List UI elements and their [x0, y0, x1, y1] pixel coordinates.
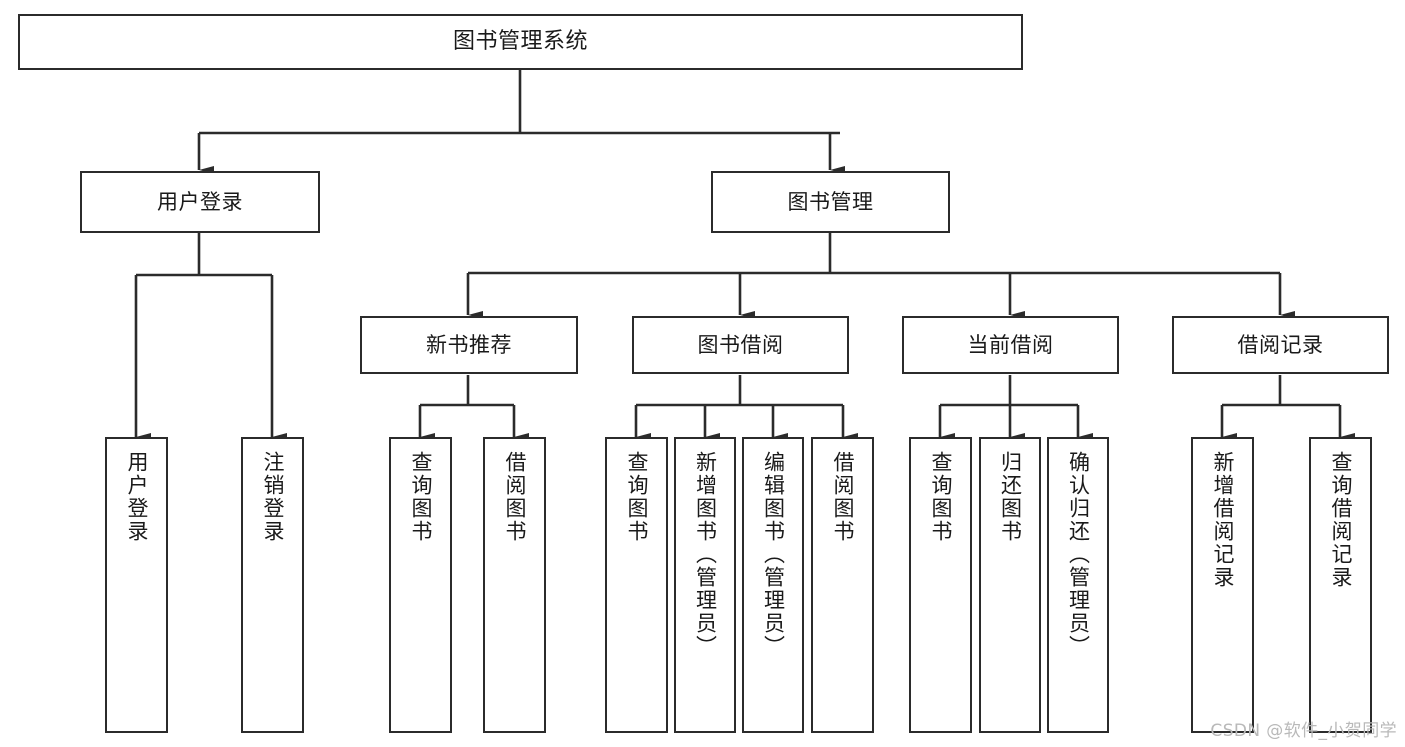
leaf-newbook-borrow-book[interactable]: 借阅图书 [483, 437, 546, 733]
leaf-current-query-book-label: 查询图书 [929, 451, 953, 543]
node-current-borrow-label: 当前借阅 [967, 332, 1054, 357]
node-root-system[interactable]: 图书管理系统 [18, 14, 1023, 70]
leaf-borrow-edit-book[interactable]: 编辑图书（管理员） [742, 437, 804, 733]
node-new-book-recommend-label: 新书推荐 [426, 332, 512, 357]
node-borrow-record-label: 借阅记录 [1237, 332, 1324, 357]
leaf-borrow-add-book-label: 新增图书（管理员） [693, 451, 718, 658]
leaf-current-query-book[interactable]: 查询图书 [909, 437, 972, 733]
leaf-current-return-book[interactable]: 归还图书 [979, 437, 1041, 733]
leaf-borrow-query-book[interactable]: 查询图书 [605, 437, 668, 733]
leaf-user-login-logout-label: 注销登录 [261, 451, 285, 543]
node-user-login-label: 用户登录 [157, 189, 243, 214]
node-book-manage-label: 图书管理 [787, 189, 874, 214]
leaf-user-login-logout[interactable]: 注销登录 [241, 437, 304, 733]
leaf-current-confirm-return[interactable]: 确认归还（管理员） [1047, 437, 1109, 733]
leaf-current-confirm-return-label: 确认归还（管理员） [1066, 451, 1091, 658]
node-user-login[interactable]: 用户登录 [80, 171, 320, 233]
leaf-borrow-add-book[interactable]: 新增图书（管理员） [674, 437, 736, 733]
node-book-manage[interactable]: 图书管理 [711, 171, 950, 233]
leaf-current-return-book-label: 归还图书 [998, 451, 1023, 543]
leaf-borrow-borrow-book-label: 借阅图书 [831, 451, 855, 543]
node-current-borrow[interactable]: 当前借阅 [902, 316, 1119, 374]
leaf-newbook-query-book-label: 查询图书 [409, 451, 433, 543]
leaf-borrow-edit-book-label: 编辑图书（管理员） [761, 451, 786, 658]
node-new-book-recommend[interactable]: 新书推荐 [360, 316, 578, 374]
node-root-system-label: 图书管理系统 [452, 29, 588, 55]
leaf-record-query-record-label: 查询借阅记录 [1329, 451, 1353, 589]
node-borrow-record[interactable]: 借阅记录 [1172, 316, 1389, 374]
leaf-record-add-record-label: 新增借阅记录 [1211, 451, 1235, 589]
leaf-borrow-borrow-book[interactable]: 借阅图书 [811, 437, 874, 733]
leaf-user-login-login-label: 用户登录 [125, 451, 149, 543]
node-book-borrow-label: 图书借阅 [697, 332, 784, 357]
node-book-borrow[interactable]: 图书借阅 [632, 316, 849, 374]
leaf-record-add-record[interactable]: 新增借阅记录 [1191, 437, 1254, 733]
leaf-newbook-query-book[interactable]: 查询图书 [389, 437, 452, 733]
csdn-watermark: CSDN @软件_小贺同学 [1210, 721, 1397, 741]
leaf-user-login-login[interactable]: 用户登录 [105, 437, 168, 733]
leaf-record-query-record[interactable]: 查询借阅记录 [1309, 437, 1372, 733]
leaf-newbook-borrow-book-label: 借阅图书 [503, 451, 527, 543]
leaf-borrow-query-book-label: 查询图书 [625, 451, 649, 543]
